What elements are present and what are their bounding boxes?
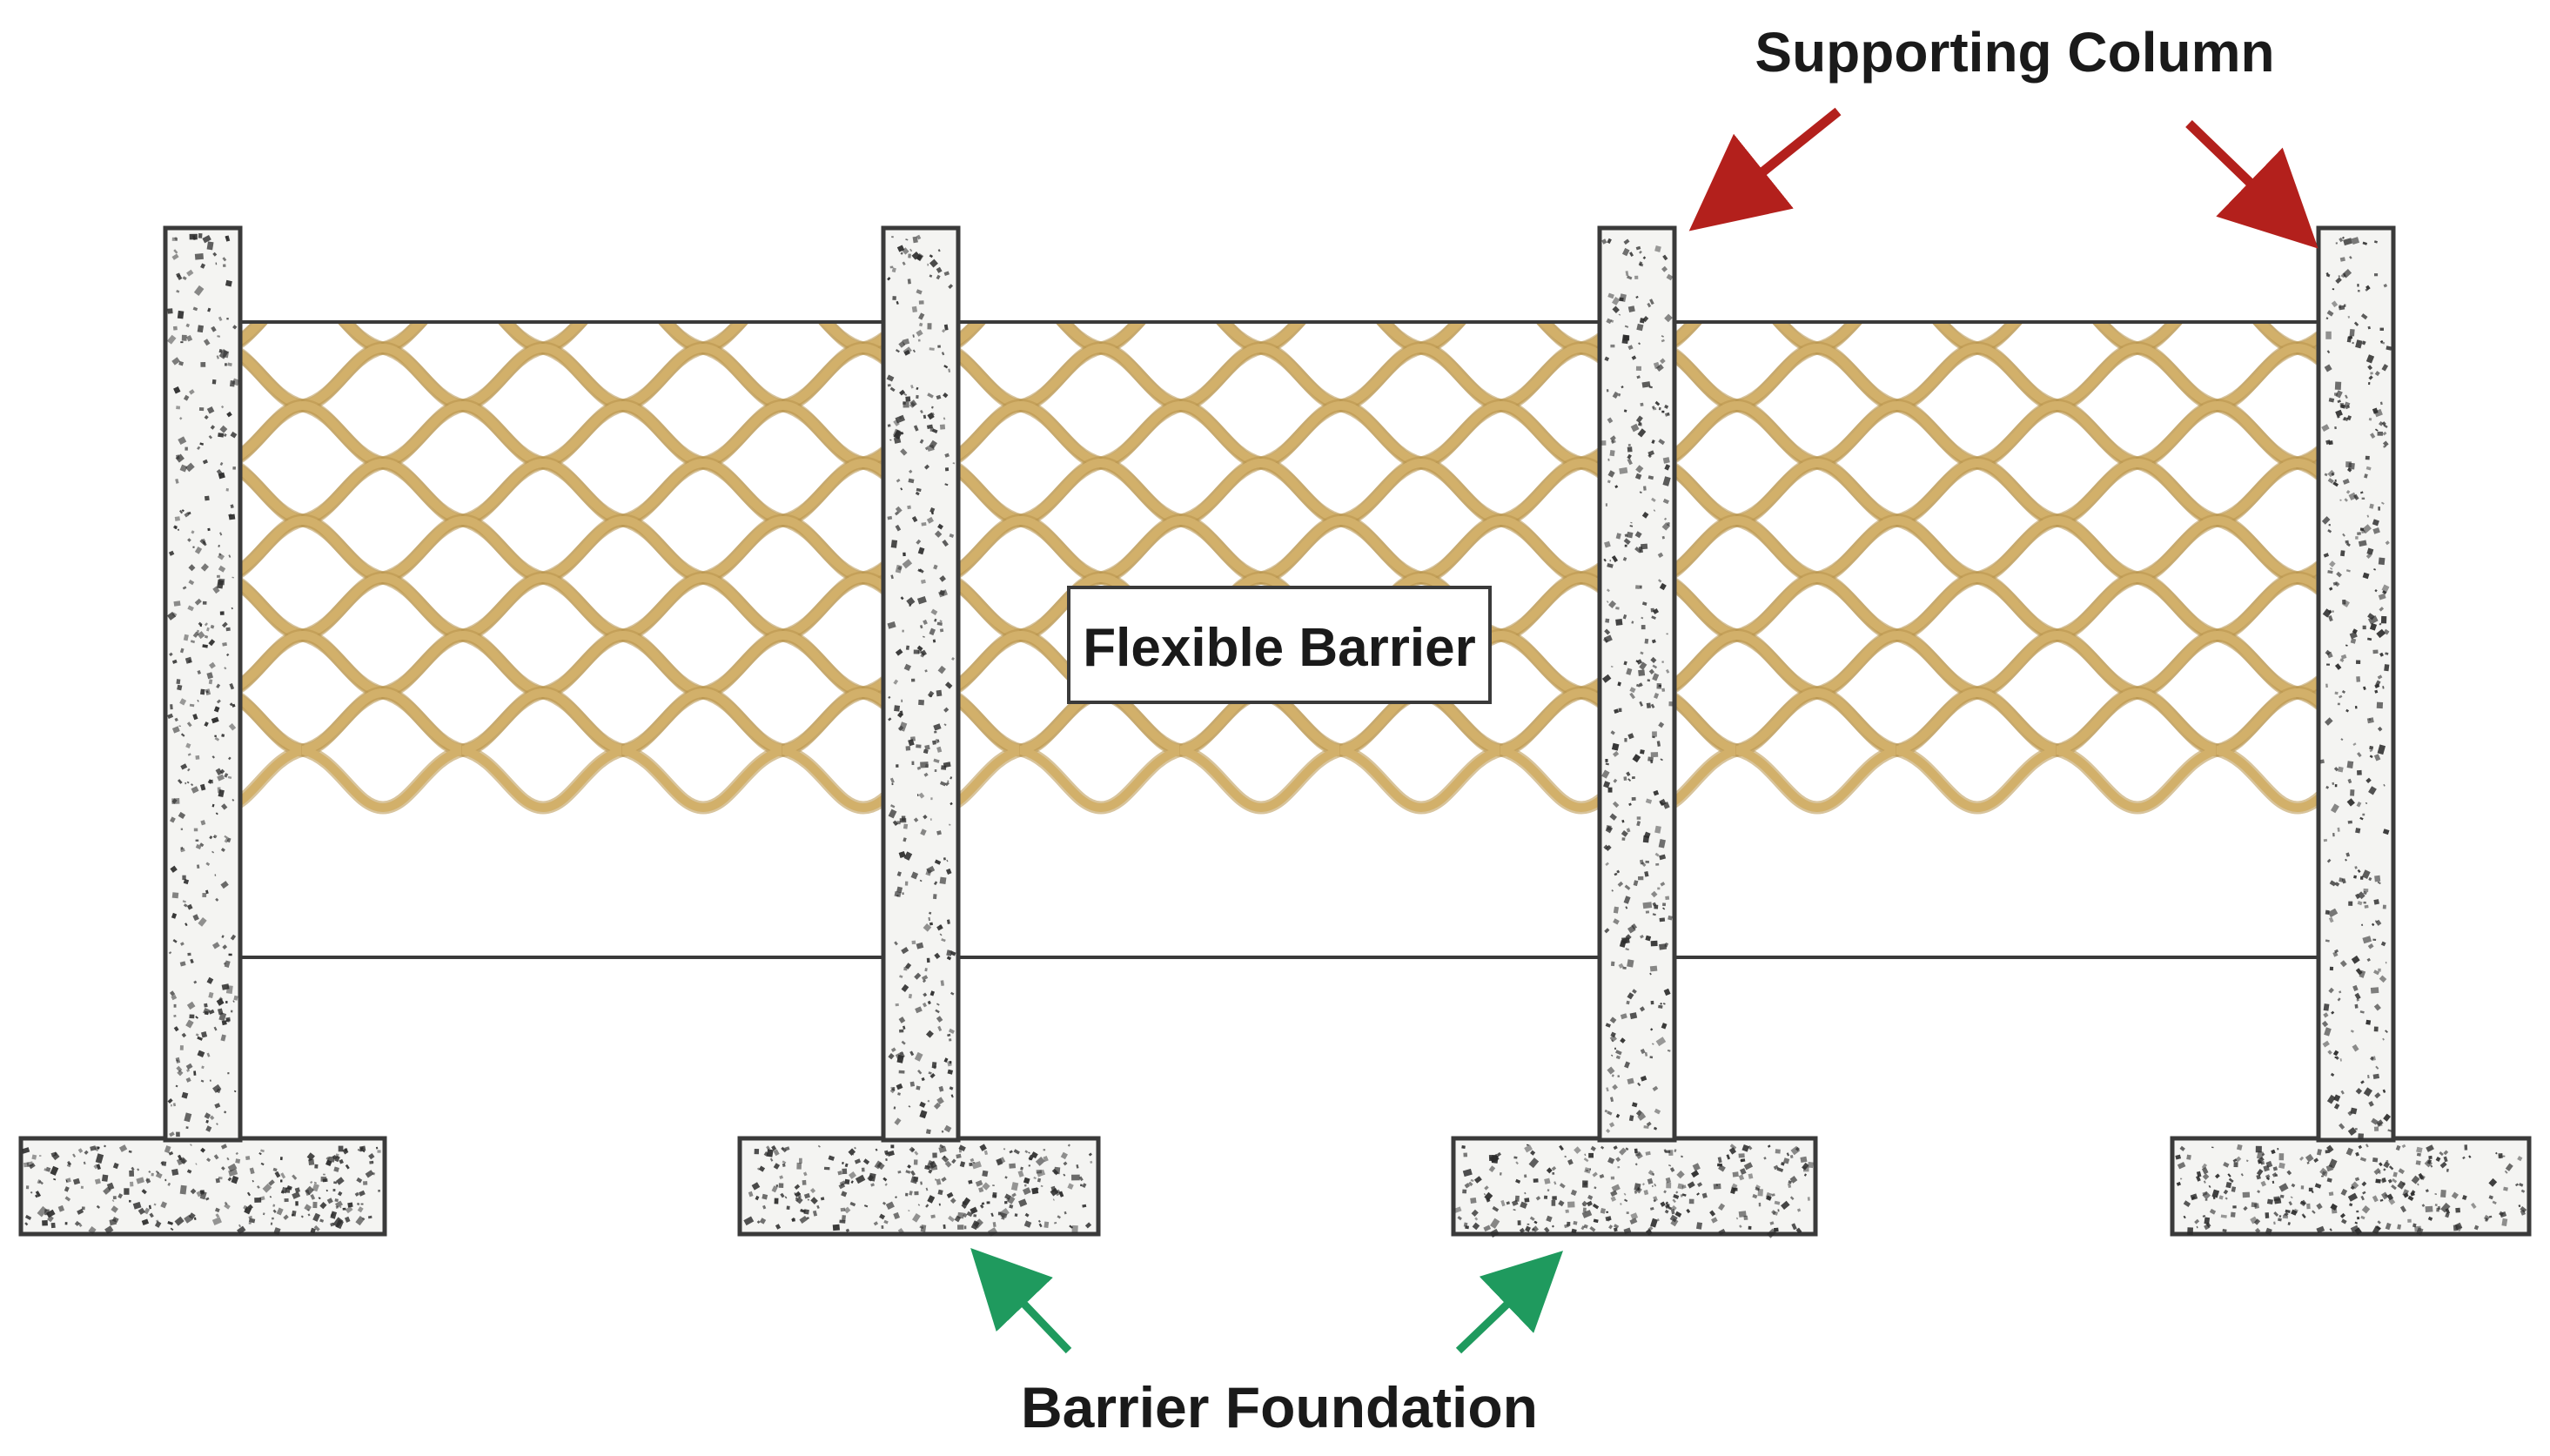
barrier-foundation-arrow-left — [970, 1247, 1072, 1354]
foundation-4 — [2170, 1136, 2532, 1237]
supporting-columns — [163, 225, 2396, 1143]
foundation-2 — [737, 1136, 1101, 1237]
column-1 — [163, 225, 243, 1143]
column-4 — [2316, 225, 2396, 1143]
supporting-column-label: Supporting Column — [1755, 21, 2274, 84]
supporting-column-arrow-right — [2185, 120, 2318, 249]
barrier-foundations — [18, 1136, 2532, 1238]
column-2 — [881, 225, 961, 1143]
mesh-panels — [240, 320, 2318, 959]
barrier-foundation-label: Barrier Foundation — [1021, 1375, 1538, 1439]
supporting-column-arrow-left — [1688, 107, 1842, 231]
mesh-panel-3 — [1674, 320, 2318, 959]
flexible-barrier-label-box: Flexible Barrier — [1067, 586, 1492, 704]
mesh-panel-1 — [240, 320, 883, 959]
foundation-3 — [1451, 1136, 1818, 1238]
column-3 — [1597, 225, 1677, 1143]
barrier-foundation-arrow-right — [1455, 1251, 1564, 1354]
flexible-barrier-label: Flexible Barrier — [1083, 618, 1475, 678]
foundation-1 — [18, 1136, 387, 1237]
